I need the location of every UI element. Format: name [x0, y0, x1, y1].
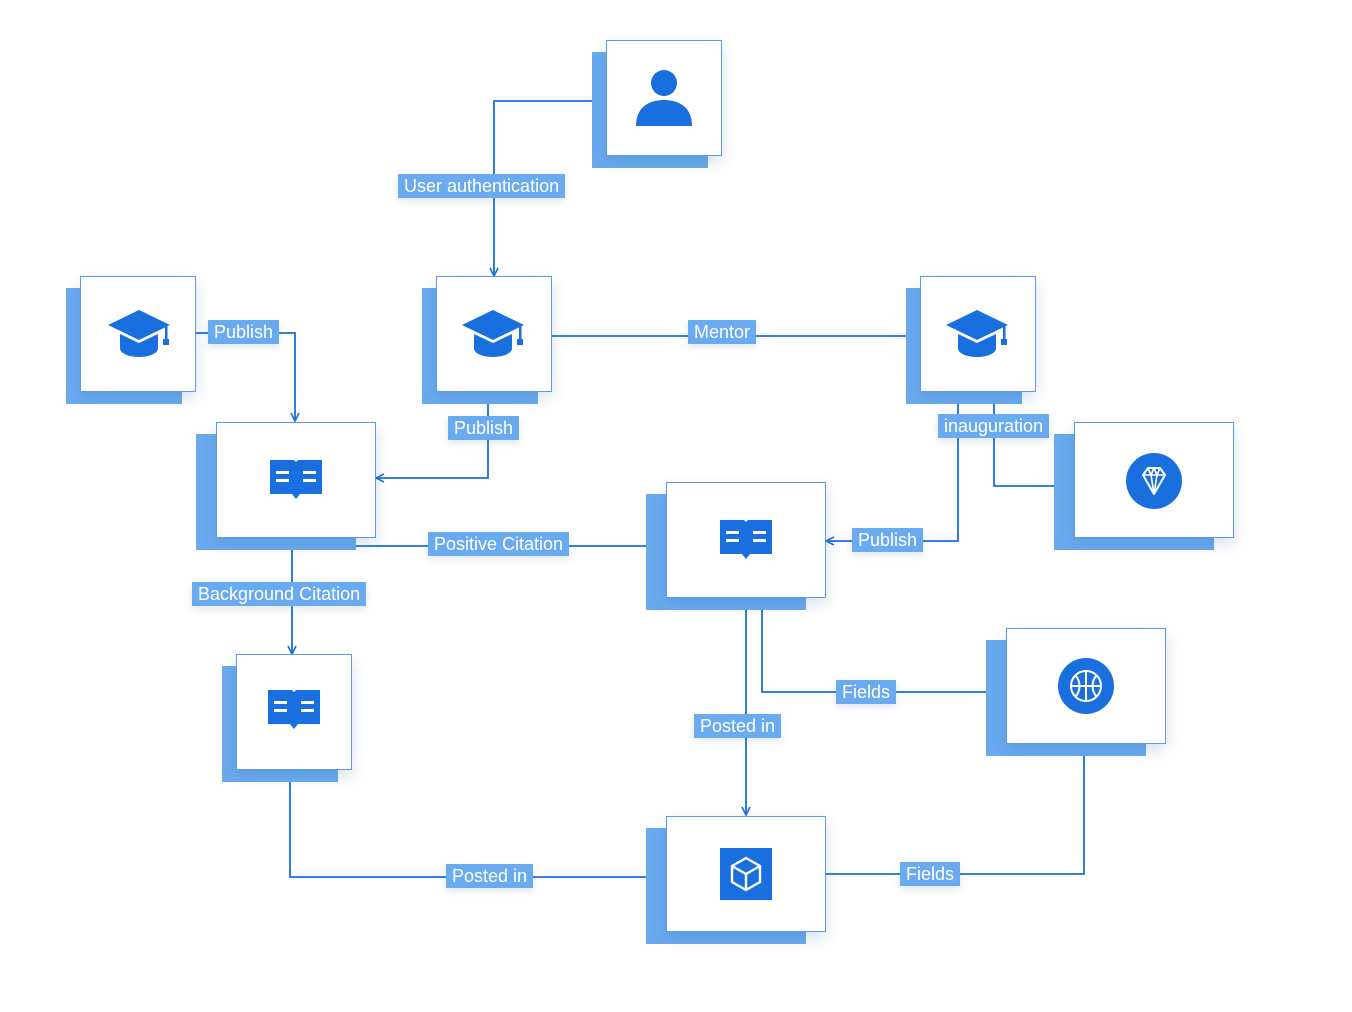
edge-user-auth [494, 100, 606, 276]
edge-label-mentor: Mentor [688, 320, 757, 344]
basketball-icon [1058, 658, 1114, 714]
diamond-icon [1126, 453, 1182, 509]
node-scholar-right[interactable] [906, 276, 1036, 404]
edge-label-user-authentication: User authentication [398, 174, 566, 198]
node-field[interactable] [986, 628, 1166, 756]
node-paper-center[interactable] [646, 482, 826, 610]
graduation-cap-icon [462, 310, 524, 357]
edge-label-publish-right: Publish [852, 528, 924, 552]
node-venue[interactable] [646, 816, 826, 944]
open-book-icon [720, 520, 772, 559]
edge-label-positive-citation: Positive Citation [428, 532, 570, 556]
node-paper-left[interactable] [196, 422, 376, 550]
edge-fields-bottom [826, 743, 1084, 875]
user-icon [636, 70, 692, 126]
edge-label-publish-center: Publish [448, 416, 520, 440]
cube-icon [720, 848, 772, 900]
open-book-icon [268, 690, 320, 729]
edge-label-posted-in-bottom: Posted in [446, 864, 534, 888]
edge-label-posted-in-center: Posted in [694, 714, 782, 738]
edge-label-fields-top: Fields [836, 680, 897, 704]
graduation-cap-icon [946, 310, 1008, 357]
edge-publish-right [826, 390, 959, 541]
edge-label-publish-left: Publish [208, 320, 280, 344]
node-paper-bottom[interactable] [222, 654, 352, 782]
graduation-cap-icon [108, 310, 170, 357]
node-scholar-center[interactable] [422, 276, 552, 404]
node-award[interactable] [1054, 422, 1234, 550]
node-user[interactable] [592, 40, 722, 168]
edge-label-inauguration: inauguration [938, 414, 1050, 438]
edge-publish-left [196, 332, 295, 421]
edge-fields-top [761, 596, 1006, 692]
node-scholar-left[interactable] [66, 276, 196, 404]
edge-label-background-citation: Background Citation [192, 582, 367, 606]
open-book-icon [270, 460, 322, 499]
edge-posted-in-bottom [289, 768, 666, 877]
edge-label-fields-bottom: Fields [900, 862, 961, 886]
